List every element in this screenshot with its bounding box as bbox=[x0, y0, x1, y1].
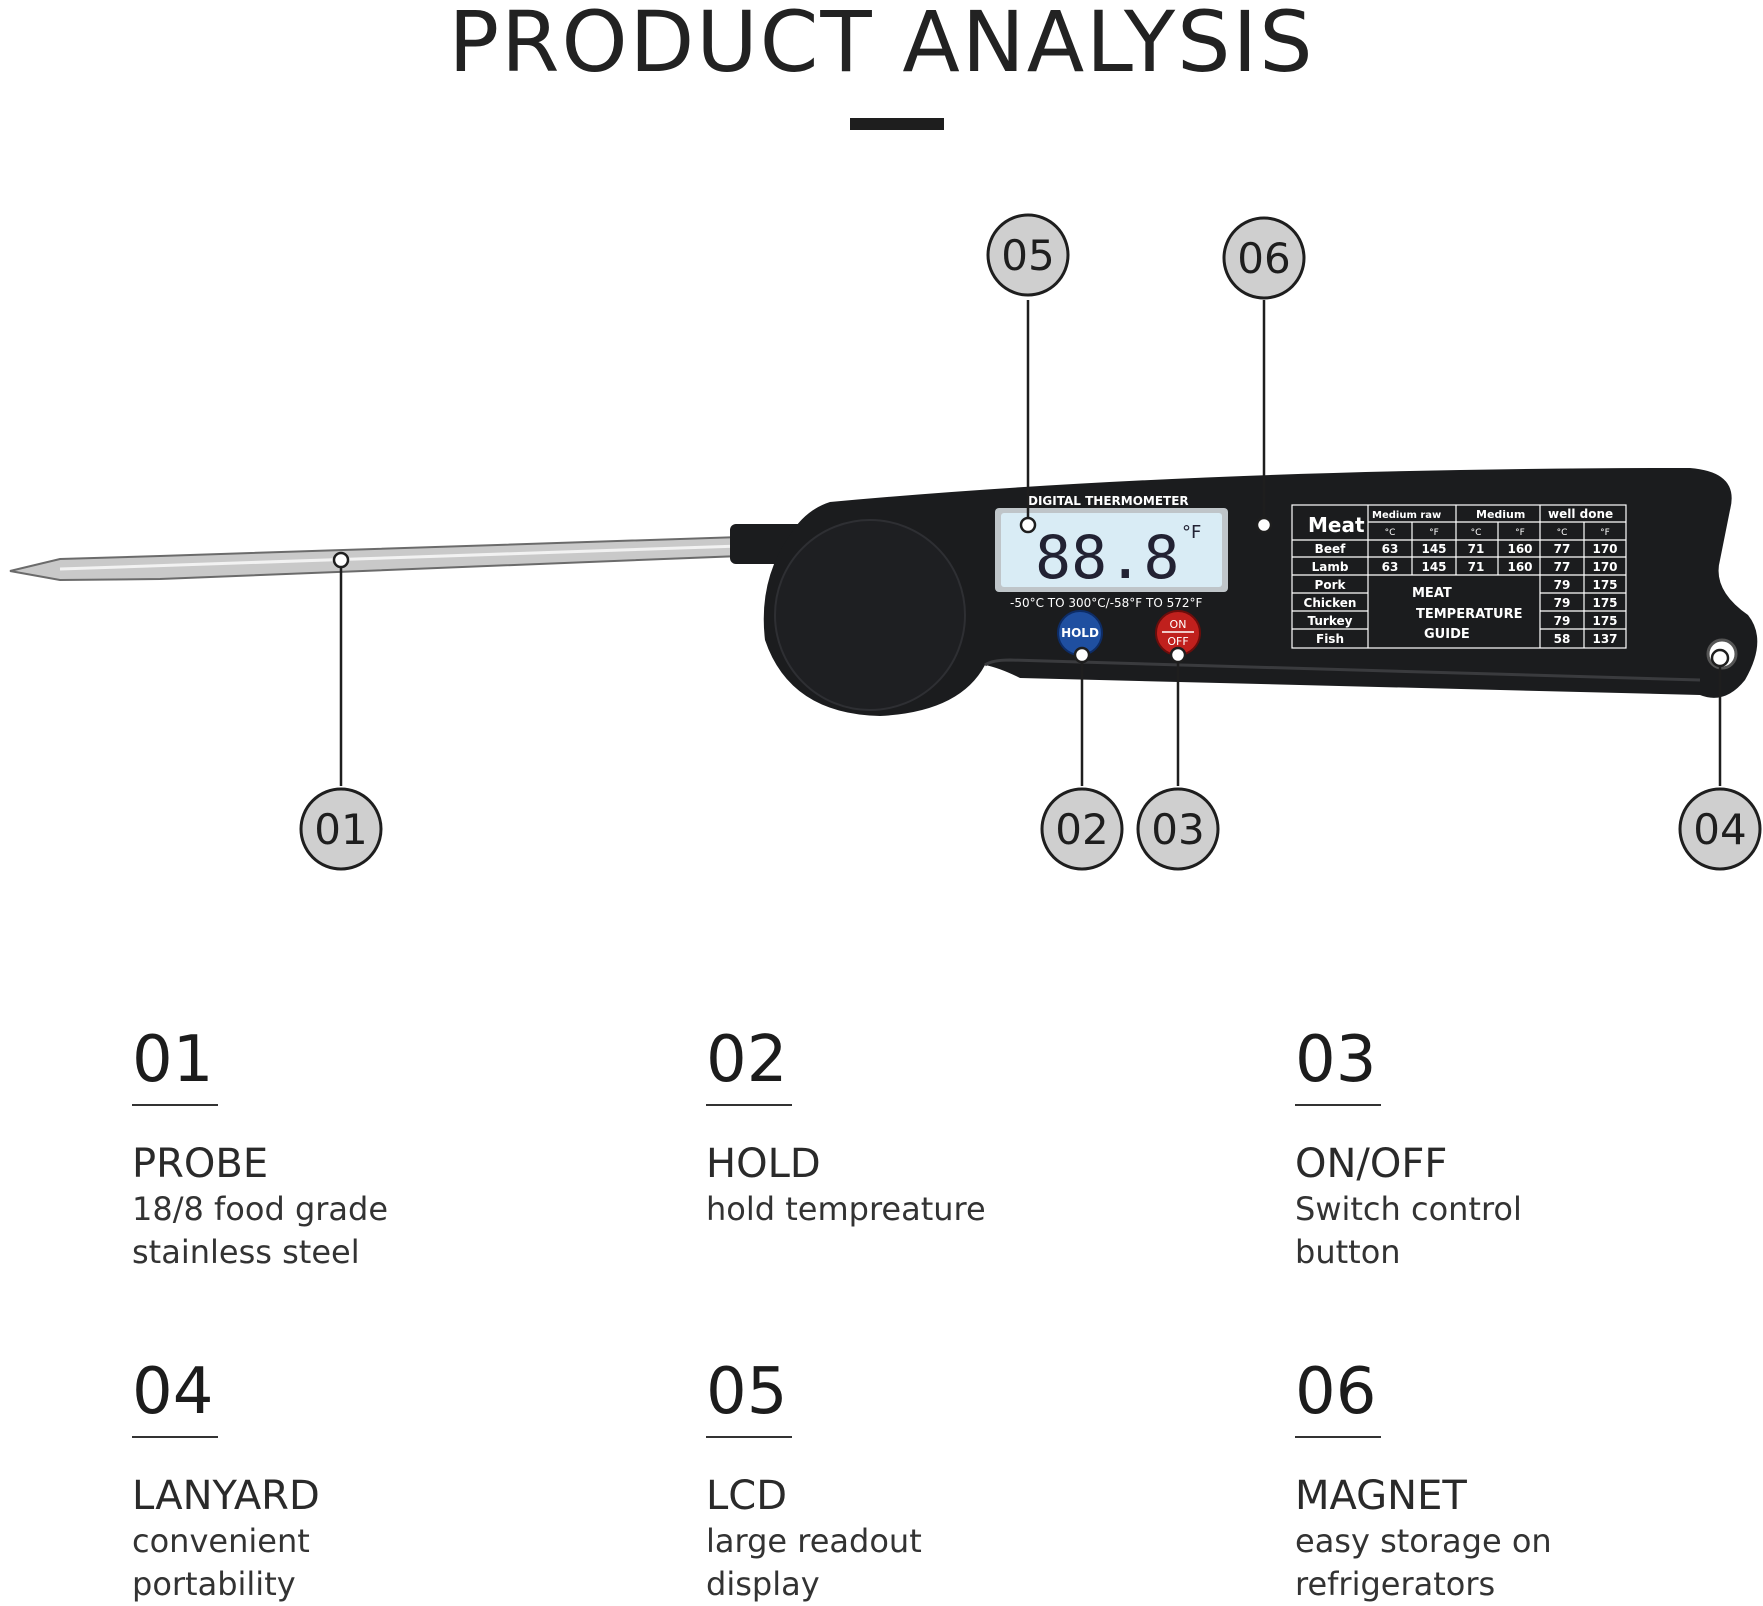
callout-circle-03 bbox=[1136, 787, 1220, 871]
guide-cell: 145 bbox=[1421, 542, 1446, 556]
callout-circle-01 bbox=[299, 787, 383, 871]
guide-cell: 160 bbox=[1507, 542, 1532, 556]
guide-caption-line: TEMPERATURE bbox=[1416, 607, 1522, 622]
guide-unit: °F bbox=[1515, 528, 1525, 538]
feature-number: 06 bbox=[1295, 1355, 1377, 1429]
guide-row-name: Fish bbox=[1316, 632, 1344, 646]
feature-description: Switch control button bbox=[1295, 1190, 1522, 1271]
lcd-value: 88.8 bbox=[1035, 523, 1180, 593]
guide-cell: 175 bbox=[1592, 614, 1617, 628]
guide-column: well done bbox=[1548, 507, 1613, 521]
thermometer-diagram: DIGITAL THERMOMETER 88.8 °F -50°C TO 300… bbox=[9, 213, 1762, 871]
feature-number: 05 bbox=[706, 1355, 788, 1429]
feature-divider bbox=[1295, 1104, 1381, 1106]
guide-meat-label: Meat bbox=[1308, 513, 1365, 537]
page-title: PRODUCT ANALYSIS bbox=[448, 0, 1315, 91]
guide-cell: 77 bbox=[1554, 560, 1571, 574]
callout-circle-06 bbox=[1222, 216, 1306, 300]
feature-name: LANYARD bbox=[132, 1473, 320, 1519]
callout-circle-02 bbox=[1040, 787, 1124, 871]
guide-row-name: Lamb bbox=[1312, 560, 1349, 574]
guide-cell: 175 bbox=[1592, 596, 1617, 610]
guide-cell: 79 bbox=[1554, 596, 1571, 610]
guide-cell: 175 bbox=[1592, 578, 1617, 592]
lcd-screen bbox=[1001, 513, 1222, 587]
guide-cell: 160 bbox=[1507, 560, 1532, 574]
lcd-unit: °F bbox=[1182, 522, 1201, 543]
guide-unit: °C bbox=[1385, 528, 1396, 538]
guide-cell: 170 bbox=[1592, 542, 1617, 556]
feature-divider bbox=[706, 1104, 792, 1106]
range-text: -50°C TO 300°C/-58°F TO 572°F bbox=[1010, 596, 1203, 610]
off-label: OFF bbox=[1167, 635, 1188, 648]
feature-divider bbox=[706, 1436, 792, 1438]
feature-divider bbox=[132, 1436, 218, 1438]
feature-number: 01 bbox=[132, 1023, 214, 1097]
screen-header: DIGITAL THERMOMETER bbox=[1028, 494, 1189, 508]
guide-cell: 170 bbox=[1592, 560, 1617, 574]
guide-cell: 77 bbox=[1554, 542, 1571, 556]
feature-number: 02 bbox=[706, 1023, 788, 1097]
guide-row-name: Pork bbox=[1315, 578, 1347, 592]
feature-number: 03 bbox=[1295, 1023, 1377, 1097]
guide-caption-line: GUIDE bbox=[1424, 627, 1470, 642]
title-underline bbox=[850, 118, 944, 130]
feature-name: PROBE bbox=[132, 1141, 269, 1187]
feature-divider bbox=[132, 1104, 218, 1106]
guide-cell: 71 bbox=[1468, 542, 1485, 556]
callout-label-03: 03 bbox=[1151, 805, 1204, 854]
feature-divider bbox=[1295, 1436, 1381, 1438]
callout-label-04: 04 bbox=[1693, 805, 1746, 854]
callout-label-06: 06 bbox=[1237, 234, 1290, 283]
guide-unit: °F bbox=[1600, 528, 1610, 538]
feature-number: 04 bbox=[132, 1355, 214, 1429]
guide-cell: 137 bbox=[1592, 632, 1617, 646]
feature-name: HOLD bbox=[706, 1141, 821, 1187]
guide-cell: 63 bbox=[1382, 560, 1399, 574]
callout-circle-04 bbox=[1678, 787, 1762, 871]
callout-circle-05 bbox=[986, 213, 1070, 297]
guide-column: Medium raw bbox=[1372, 510, 1441, 521]
feature-name: MAGNET bbox=[1295, 1473, 1467, 1519]
feature-description: large readout display bbox=[706, 1522, 922, 1603]
guide-cell: 63 bbox=[1382, 542, 1399, 556]
guide-row-name: Beef bbox=[1315, 542, 1346, 556]
guide-cell: 71 bbox=[1468, 560, 1485, 574]
guide-unit: °C bbox=[1557, 528, 1568, 538]
callout-label-05: 05 bbox=[1001, 231, 1054, 280]
feature-description: convenient portability bbox=[132, 1522, 310, 1603]
feature-description: hold tempreature bbox=[706, 1190, 986, 1228]
guide-row-name: Turkey bbox=[1308, 614, 1353, 628]
guide-cell: 79 bbox=[1554, 614, 1571, 628]
on-label: ON bbox=[1170, 618, 1187, 631]
guide-cell: 145 bbox=[1421, 560, 1446, 574]
guide-column: Medium bbox=[1476, 508, 1525, 521]
callout-label-01: 01 bbox=[314, 805, 367, 854]
feature-description: 18/8 food grade stainless steel bbox=[132, 1190, 389, 1271]
meat-temperature-guide bbox=[1291, 504, 1627, 649]
feature-name: ON/OFF bbox=[1295, 1141, 1448, 1187]
feature-name: LCD bbox=[706, 1473, 788, 1519]
guide-cell: 58 bbox=[1554, 632, 1571, 646]
guide-cell: 79 bbox=[1554, 578, 1571, 592]
feature-description: easy storage on refrigerators bbox=[1295, 1522, 1552, 1603]
callout-label-02: 02 bbox=[1055, 805, 1108, 854]
guide-row-name: Chicken bbox=[1304, 596, 1357, 610]
guide-unit: °F bbox=[1429, 528, 1439, 538]
hold-button-label: HOLD bbox=[1061, 626, 1099, 640]
guide-unit: °C bbox=[1471, 528, 1482, 538]
guide-caption-line: MEAT bbox=[1412, 586, 1452, 601]
